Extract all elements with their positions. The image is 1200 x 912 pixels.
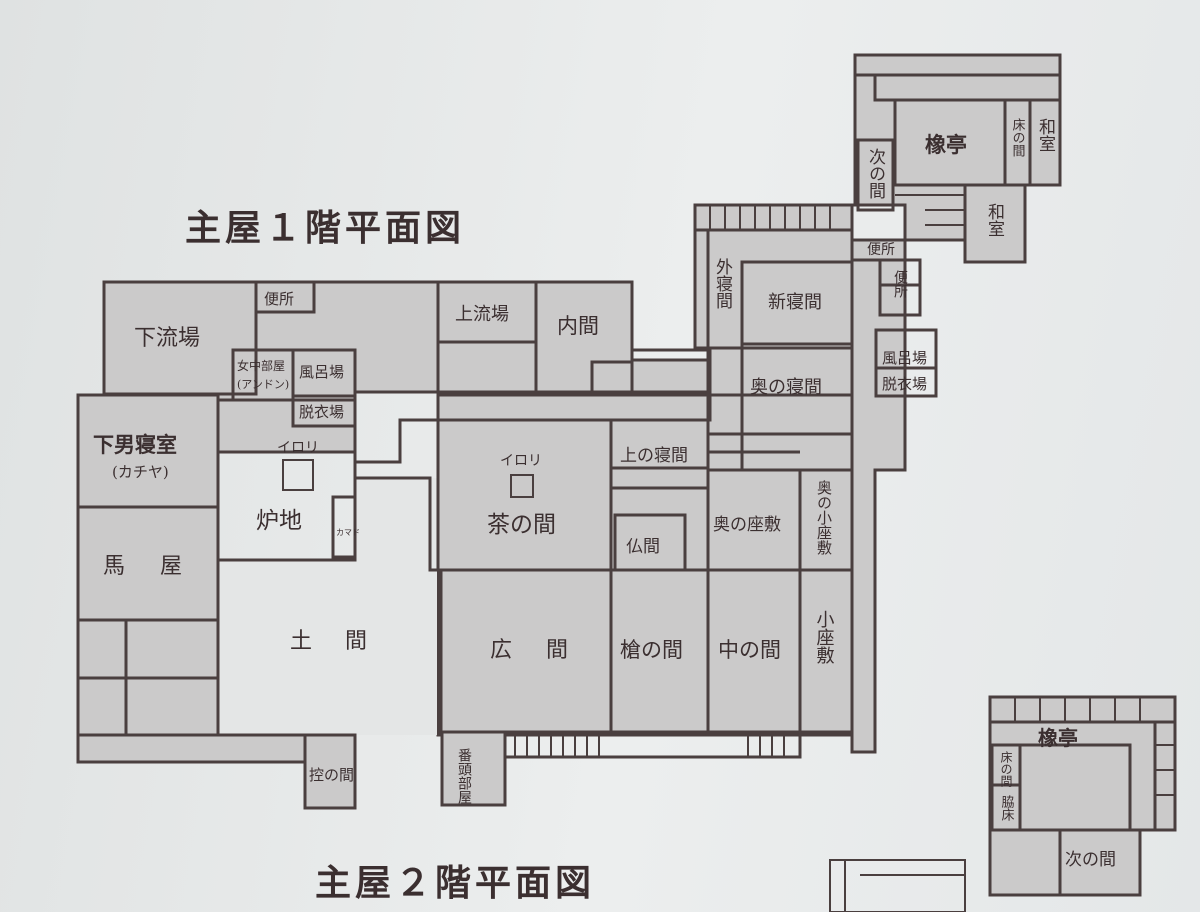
room-oku-kozashiki: 奥の小座敷: [815, 480, 833, 556]
right-wing-partitions: [693, 203, 938, 472]
room-shimo-nagareba: 下流場: [134, 326, 200, 351]
room-tsugi-1: 次の間: [865, 148, 886, 200]
room-irori-1: イロリ: [277, 440, 319, 456]
room-shotei-1: 橡亭: [925, 132, 967, 157]
room-tokonoma-1: 床の間: [1010, 118, 1026, 158]
room-washitsu-2: 和室: [984, 203, 1005, 237]
room-hiroma-2: 間: [546, 638, 568, 663]
room-hikae: 控の間: [309, 766, 354, 784]
room-benjo-1: 便所: [264, 290, 294, 308]
room-jochu-beya: 女中部屋: [237, 358, 285, 373]
annex-walls: [853, 53, 1062, 264]
room-hiroma-1: 広: [490, 638, 512, 663]
room-yari: 槍の間: [620, 638, 683, 662]
room-shotei-2: 橡亭: [1038, 726, 1078, 750]
room-kozashiki: 小座敷: [814, 610, 835, 665]
room-washitsu-1: 和室: [1035, 118, 1056, 152]
vertical-room-labels: 番頭部屋 外寝間 奥の小座敷 小座敷 便所 次の間 床の間 和室 和室 床の間 …: [456, 118, 1056, 821]
room-irori-2: イロリ: [500, 453, 542, 469]
room-datsuiba-2: 脱衣場: [882, 375, 927, 393]
room-tokonoma-2: 床の間: [999, 751, 1013, 787]
room-shimootoko: 下男寝室: [93, 432, 177, 457]
room-doma-1: 土: [290, 629, 312, 654]
room-furoba-2: 風呂場: [882, 349, 927, 367]
room-butsuma: 仏間: [626, 537, 660, 557]
room-tsugi-2: 次の間: [1065, 850, 1116, 870]
floor2-title: 主屋２階平面図: [315, 862, 595, 904]
room-kami-shinma: 上の寝間: [620, 445, 688, 466]
room-labels: 下流場 便所 女中部屋 (アンドン) 風呂場 脱衣場 下男寝室 (カチヤ) イロ…: [93, 132, 1116, 870]
room-furoba-1: 風呂場: [299, 363, 344, 381]
room-andon: (アンドン): [237, 378, 289, 391]
room-umaya-2: 屋: [160, 554, 182, 579]
room-benjo-2: 便所: [867, 242, 895, 258]
room-oku-shinma: 奥の寝間: [750, 377, 822, 398]
room-oku-zashiki: 奥の座敷: [713, 515, 781, 535]
room-naka: 中の間: [718, 638, 781, 662]
room-kachiya: (カチヤ): [112, 463, 169, 481]
room-soto-shinma: 外寝間: [712, 258, 733, 310]
room-kami-nagareba: 上流場: [455, 304, 509, 325]
veranda-slats-bottom: [503, 730, 802, 759]
second-floor-fragment: [829, 695, 1177, 912]
floor1-title: 主屋１階平面図: [185, 207, 465, 249]
room-umaya-1: 馬: [103, 554, 125, 579]
left-wing-partitions: [76, 280, 357, 810]
room-datsuiba-1: 脱衣場: [299, 403, 344, 421]
room-doma-2: 間: [345, 629, 367, 654]
room-kamado: カマド: [336, 528, 360, 537]
room-benjo-3: 便所: [892, 270, 908, 298]
room-roji: 炉地: [256, 508, 302, 534]
room-uchima: 内間: [557, 314, 599, 338]
room-chanoma: 茶の間: [487, 512, 556, 538]
room-shin-shinma: 新寝間: [768, 292, 822, 313]
room-bantou: 番頭部屋: [456, 748, 472, 805]
room-wakidoko: 脇床: [999, 795, 1015, 821]
